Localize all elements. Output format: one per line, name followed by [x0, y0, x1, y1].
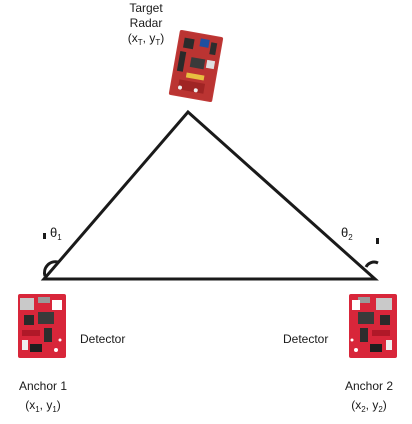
theta2-arc	[364, 260, 379, 268]
target-radar-board	[168, 29, 224, 103]
target-label-line1: Target	[129, 1, 163, 15]
anchor1-label: Anchor 1 (x1, y1)	[6, 379, 80, 414]
theta1-label: θ1	[50, 225, 62, 242]
anchor1-name: Anchor 1	[18, 379, 68, 393]
anchor1-coordinates: (x1, y1)	[25, 398, 61, 414]
anchor1-board	[18, 294, 66, 358]
target-label-line2: Radar	[129, 16, 163, 30]
anchor2-label: Anchor 2 (x2, y2)	[332, 379, 406, 414]
triangulation-triangle	[40, 109, 379, 281]
theta1-arc	[43, 260, 59, 277]
anchor1-detector-label: Detector	[80, 332, 126, 346]
target-coordinates: (xT, yT)	[127, 31, 165, 47]
anchor2-name: Anchor 2	[344, 379, 394, 393]
anchor2-coordinates: (x2, y2)	[351, 398, 387, 414]
theta2-tick	[376, 238, 379, 244]
anchor2-board	[349, 294, 397, 358]
theta2-label: θ2	[341, 225, 353, 242]
theta1-tick	[43, 233, 46, 239]
anchor2-detector-label: Detector	[283, 332, 329, 346]
target-label: Target Radar (xT, yT)	[116, 1, 176, 47]
